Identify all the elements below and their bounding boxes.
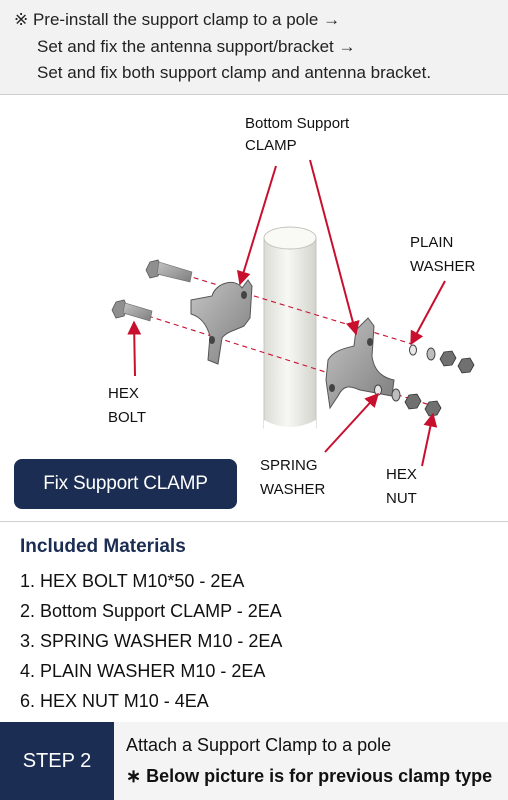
divider-top [0,94,508,95]
hex-bolt-bottom [111,299,153,322]
divider-middle [0,521,508,522]
label-bottom-support-clamp: Bottom Support CLAMP [245,115,353,154]
label-plain-washer: PLAIN WASHER [410,234,475,275]
step-badge: STEP 2 [0,722,114,800]
hardware-upper-row [409,344,475,374]
label-hex-bolt: HEX BOLT [108,385,146,426]
materials-list: 1. HEX BOLT M10*50 - 2EA 2. Bottom Suppo… [20,566,282,716]
label-hex-nut: HEX NUT [386,466,421,507]
pole [263,226,317,430]
clamp-assembly-diagram: Bottom Support CLAMP PLAIN WASHER HEX BO… [108,115,475,507]
step-title: Attach a Support Clamp to a pole [126,735,392,755]
hardware-lower-row [374,384,442,417]
fix-support-clamp-button[interactable]: Fix Support CLAMP [14,459,237,509]
callout-arrows [127,159,446,467]
material-item: 1. HEX BOLT M10*50 - 2EA [20,571,245,591]
material-item: 2. Bottom Support CLAMP - 2EA [20,601,282,621]
bottom-support-clamp-right [325,317,395,410]
step-note: ∗ Below picture is for previous clamp ty… [126,766,493,786]
bottom-support-clamp-left [190,279,253,365]
note-line-1: ※ Pre-install the support clamp to a pol… [14,10,341,29]
materials-heading: Included Materials [20,536,186,557]
hex-bolt-top [145,259,193,283]
note-line-3: Set and fix both support clamp and anten… [37,63,432,82]
label-spring-washer: SPRING WASHER [260,457,325,498]
material-item: 6. HEX NUT M10 - 4EA [20,691,209,711]
note-line-2: Set and fix the antenna support/bracket … [37,37,356,56]
material-item: 4. PLAIN WASHER M10 - 2EA [20,661,266,681]
material-item: 3. SPRING WASHER M10 - 2EA [20,631,283,651]
step-bar: STEP 2 Attach a Support Clamp to a pole … [0,722,508,800]
instruction-notes: ※ Pre-install the support clamp to a pol… [0,0,508,94]
